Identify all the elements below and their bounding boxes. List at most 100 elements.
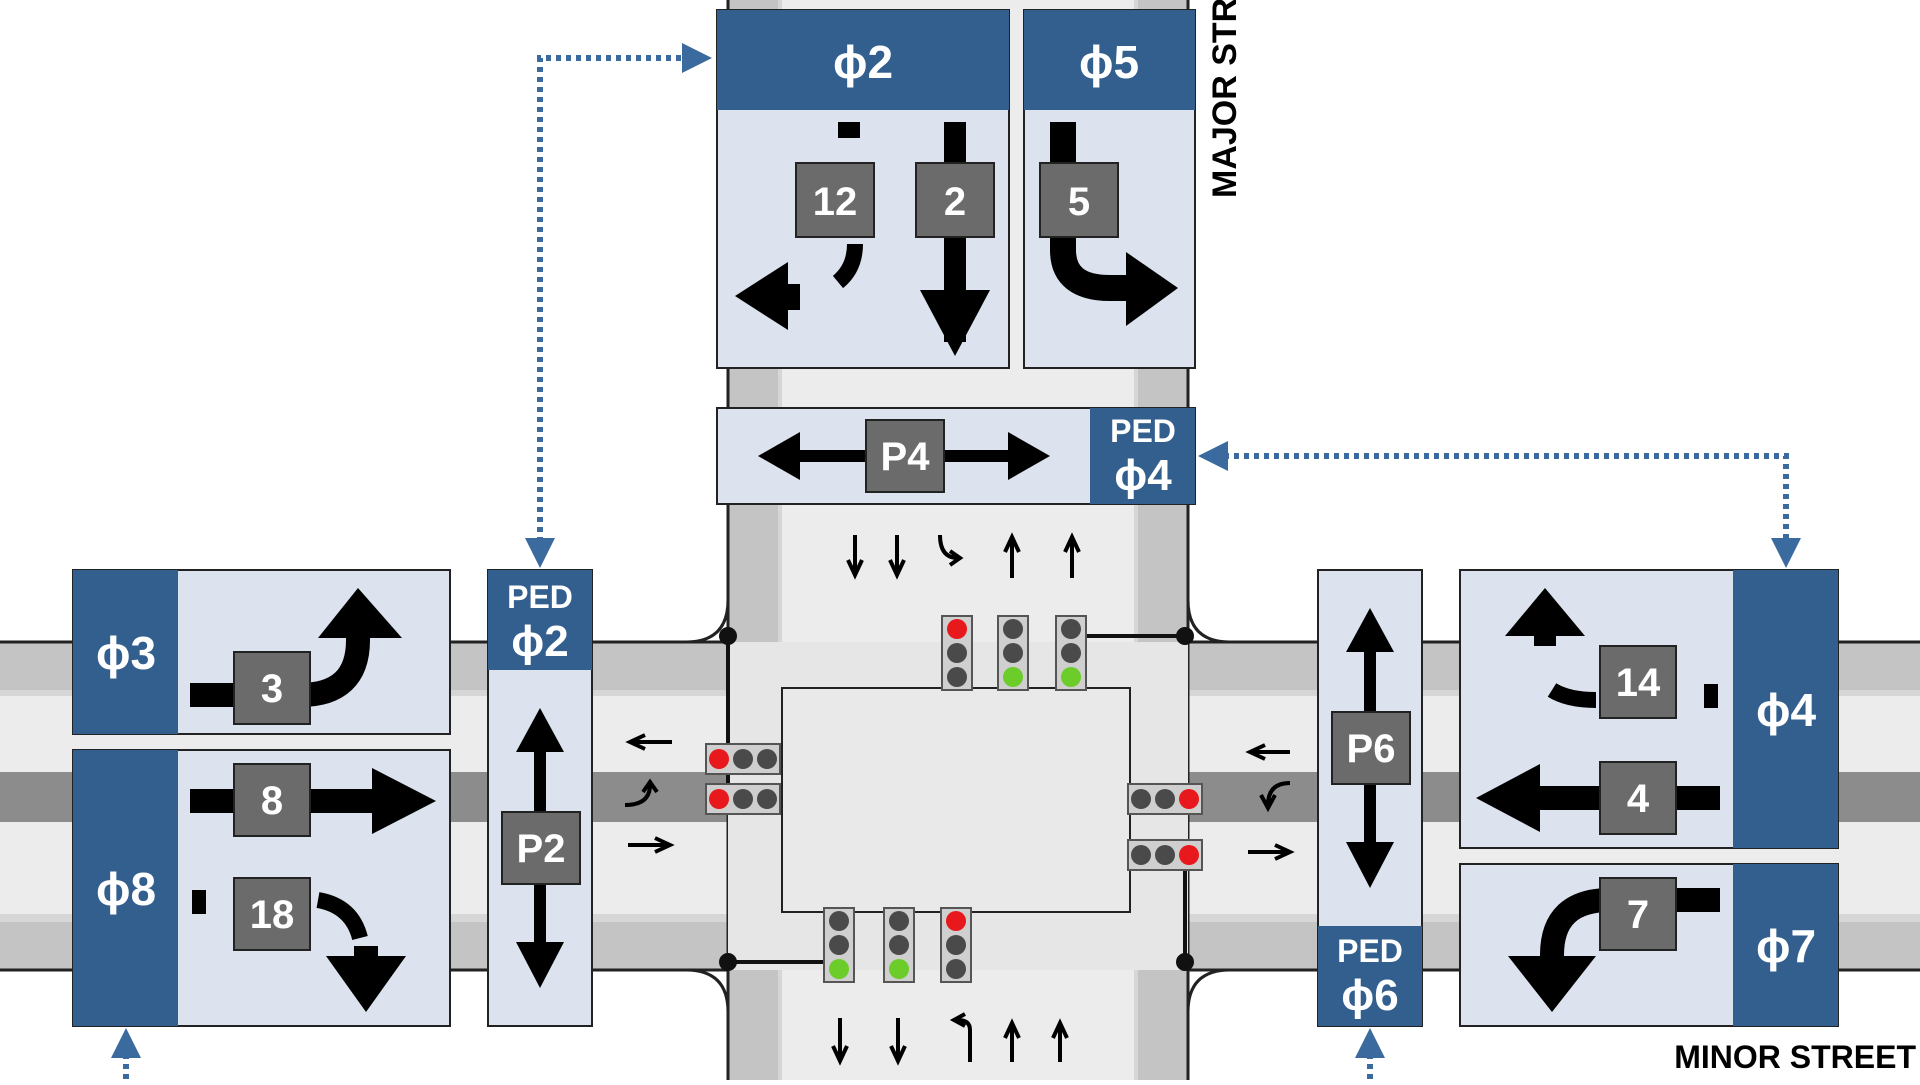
ped-6-label: P6 [1347, 727, 1396, 771]
phase-7-label: ϕ7 [1756, 920, 1816, 972]
signal-lamp [1155, 789, 1175, 809]
phase-2-panel: ϕ2 12 2 [716, 9, 1010, 369]
phase-3-panel: ϕ3 3 [72, 569, 451, 735]
ped-6-panel: PED ϕ6 P6 [1317, 569, 1423, 1027]
lane-arrow-icon [1063, 532, 1081, 578]
signal-lamp [709, 749, 729, 769]
signal-lamp [946, 935, 966, 955]
phase-5-panel: ϕ5 5 [1023, 9, 1196, 369]
signal-lamp [947, 619, 967, 639]
ped-4-label: P4 [881, 435, 931, 479]
ped-2-box [501, 811, 581, 885]
lane-arrow-icon [624, 778, 659, 807]
signal-lamp [1061, 619, 1081, 639]
ped-phase-6-label: ϕ6 [1341, 971, 1398, 1020]
movement-2-box [915, 162, 995, 238]
phase-3-header [73, 570, 178, 734]
signal-lamp [1003, 619, 1023, 639]
movement-2-label: 2 [944, 180, 966, 224]
movement-14-stop-bar [1704, 684, 1718, 708]
lane-arrow-icon [888, 535, 906, 580]
signal-head-south [883, 907, 915, 983]
down-arrow-head-icon [1508, 956, 1596, 1012]
phase-2-label: ϕ2 [833, 36, 893, 88]
signal-lamp [829, 959, 849, 979]
lane-arrow-icon [1051, 1018, 1069, 1062]
movement-3-box [233, 651, 311, 725]
phase-4-label: ϕ4 [1756, 684, 1816, 736]
right-turn-arrow-icon [1547, 683, 1597, 708]
signal-head-north [941, 615, 973, 691]
movement-4-box [1599, 761, 1677, 835]
phase-8-label: ϕ8 [96, 863, 156, 915]
signal-lamp [733, 749, 753, 769]
movement-3-label: 3 [261, 667, 283, 711]
movement-8-box [233, 763, 311, 837]
ped-phase-2-label: ϕ2 [511, 617, 568, 666]
movement-12-stop-bar [838, 122, 860, 138]
signal-heads [705, 615, 1203, 983]
signal-lamp [1131, 789, 1151, 809]
movement-18-box [233, 877, 311, 951]
curb-corner [1186, 968, 1231, 1013]
movement-14-arrow-base [1534, 632, 1556, 646]
movement-12-label: 12 [813, 180, 858, 224]
lane-arrow-icon [1248, 843, 1295, 861]
movement-14-box [1599, 645, 1677, 719]
movement-8-label: 8 [261, 779, 283, 823]
link-ped-2-to-phase-2 [525, 43, 712, 568]
signal-lamp [1061, 667, 1081, 687]
lane-arrow-icon [949, 1012, 972, 1062]
down-arrow-head-icon [326, 956, 406, 1012]
up-arrow-head-icon [1505, 588, 1585, 636]
signal-lamp [757, 749, 777, 769]
signal-lamp [829, 935, 849, 955]
phase-5-label: ϕ5 [1079, 36, 1139, 88]
movement-4-label: 4 [1627, 777, 1650, 821]
left-arrow-head-icon [1476, 764, 1540, 832]
lane-arrow-icon [889, 1018, 907, 1066]
signal-pole [719, 627, 737, 645]
phase-4-header [1733, 570, 1838, 848]
phase-8-header [73, 750, 178, 1026]
phase-8-panel: ϕ8 8 18 [72, 749, 451, 1027]
movement-18-label: 18 [250, 893, 295, 937]
ped-phase-4-ped-label: PED [1110, 413, 1176, 449]
phase-5-header [1024, 10, 1195, 110]
signal-poles [719, 627, 1194, 971]
ped-phase-6-header [1318, 926, 1422, 1026]
ped-phase-4-header [1090, 408, 1195, 504]
signal-pole [1176, 953, 1194, 971]
signal-head-east [1127, 839, 1203, 871]
signal-lamp [1179, 845, 1199, 865]
ped-phase-6-ped-label: PED [1337, 933, 1403, 969]
lane-arrow-icon [1245, 743, 1290, 761]
signal-lamp [1003, 667, 1023, 687]
down-arrow-icon [920, 290, 990, 356]
right-turn-arrow-icon [316, 892, 368, 941]
signal-lamp [1179, 789, 1199, 809]
lane-arrow-icon [831, 1018, 849, 1066]
left-turn-arrow-icon [1050, 122, 1130, 301]
lane-arrow-icon [846, 535, 864, 580]
curb-corner [1186, 599, 1231, 644]
ped-phase-2-ped-label: PED [507, 579, 573, 615]
phase-7-header [1733, 864, 1838, 1026]
signal-lamp [889, 935, 909, 955]
signal-head-north [997, 615, 1029, 691]
movement-5-box [1039, 162, 1119, 238]
lane-arrow-icon [1259, 781, 1291, 813]
lane-markings [624, 532, 1295, 1066]
signal-lamp [946, 959, 966, 979]
movement-18-stop-bar [192, 890, 206, 914]
lane-arrow-icon [938, 534, 964, 567]
signal-head-south [940, 907, 972, 983]
signal-lamp [709, 789, 729, 809]
signal-lamp [1003, 643, 1023, 663]
phase-2-header [717, 10, 1009, 110]
ped-phase-4-label: ϕ4 [1114, 451, 1172, 500]
signal-head-south [823, 907, 855, 983]
signal-head-west [705, 743, 781, 775]
movement-18-arrow-base [354, 946, 378, 960]
